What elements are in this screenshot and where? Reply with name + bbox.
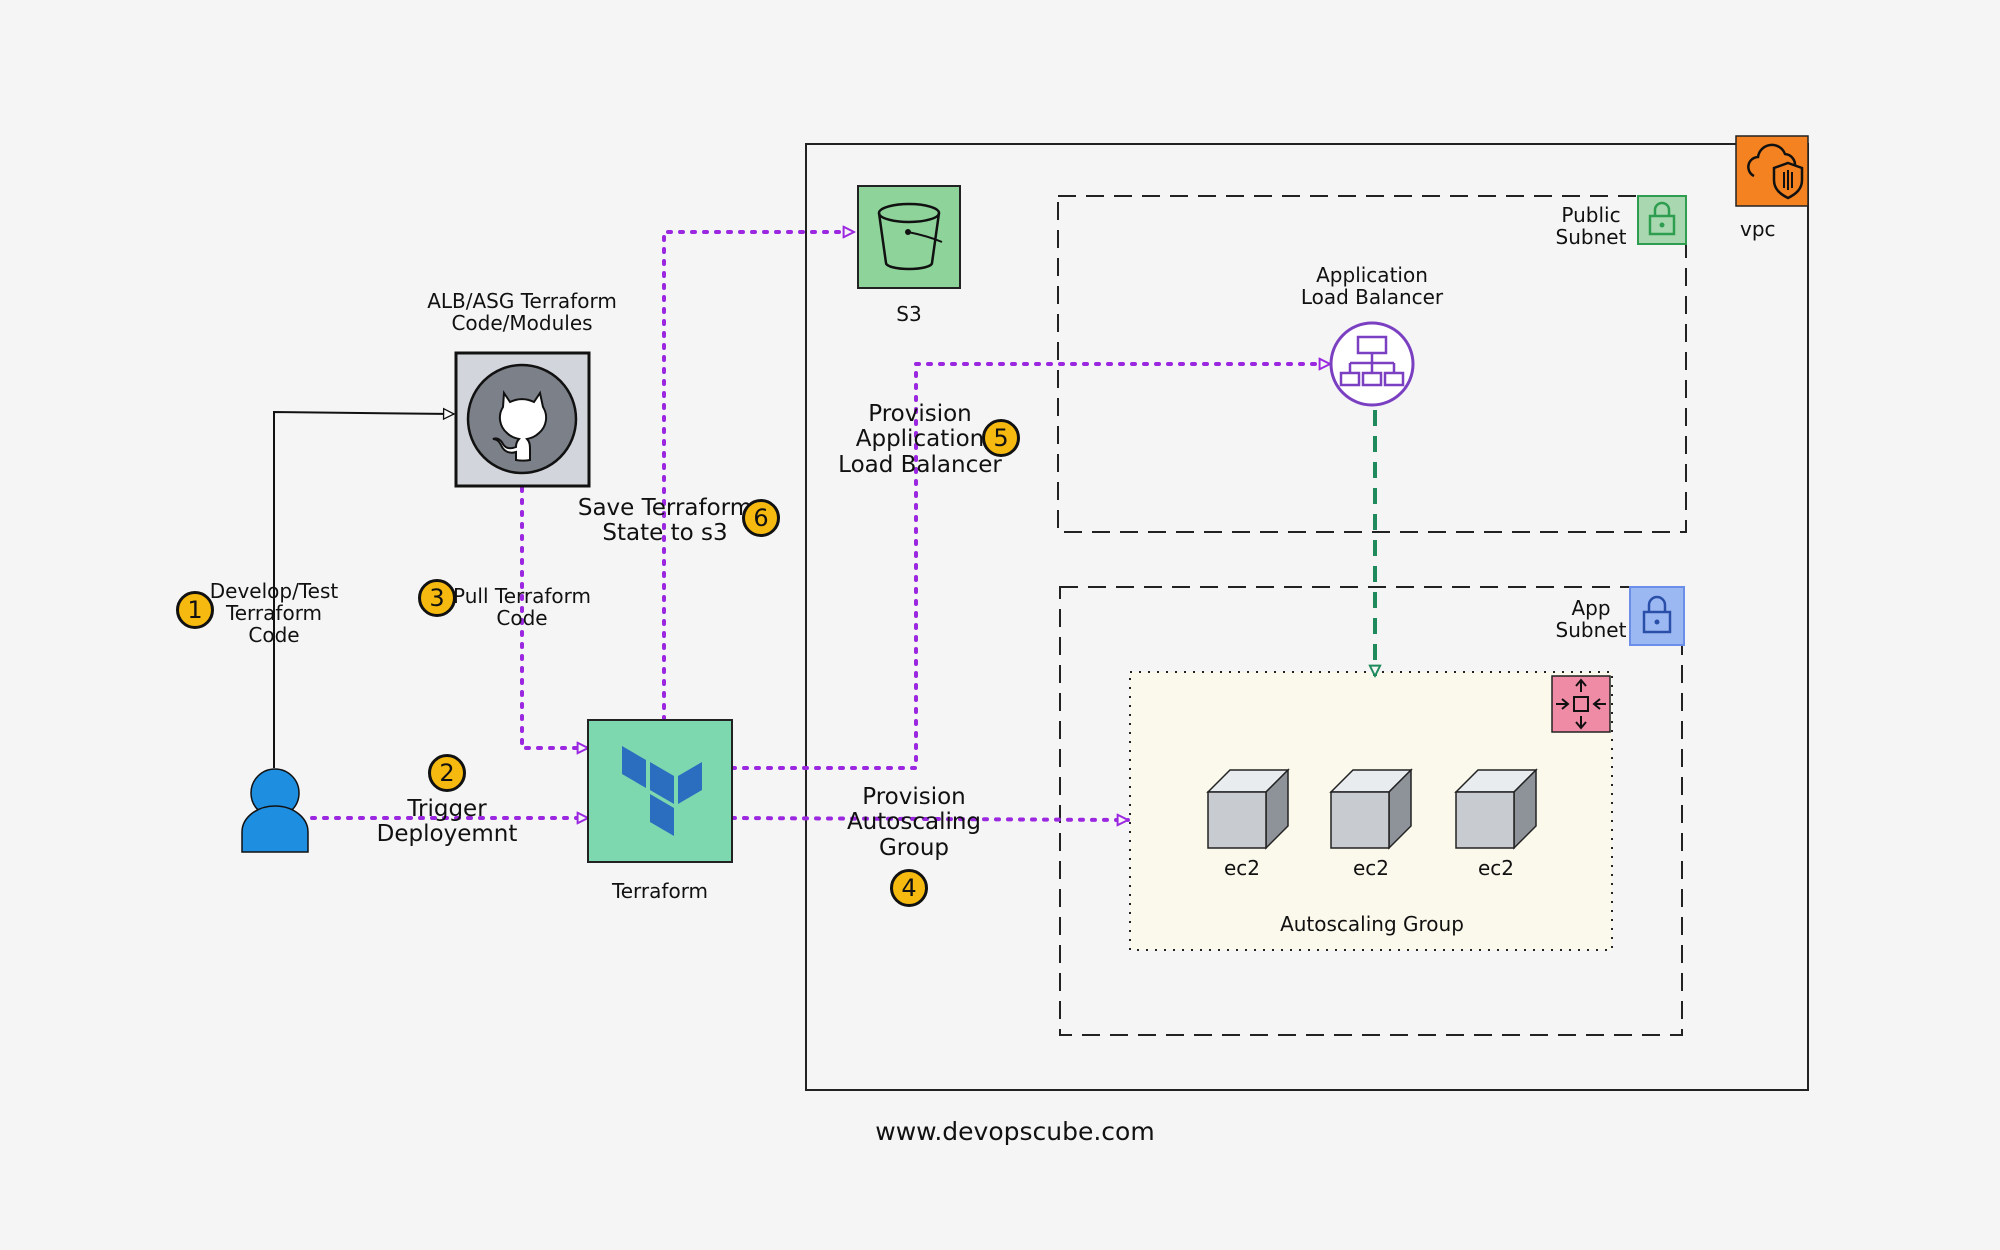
github-repo-icon[interactable]	[454, 351, 591, 488]
step1-label: Develop/Test Terraform Code	[209, 579, 339, 647]
step6-label: Save Terraform State to s3	[577, 495, 753, 547]
s3-label: S3	[896, 302, 922, 326]
ec2-instance-icon[interactable]	[1454, 768, 1538, 850]
ec2-label: ec2	[1223, 856, 1261, 880]
ec2-instance-icon[interactable]	[1329, 768, 1413, 850]
terraform-icon[interactable]	[587, 719, 733, 863]
website-url[interactable]: www.devopscube.com	[875, 1117, 1155, 1146]
autoscaling-group-label: Autoscaling Group	[1280, 912, 1464, 936]
step5-label: Provision Application Load Balancer	[838, 401, 1002, 478]
alb-label: Application Load Balancer	[1300, 263, 1444, 309]
step3-label: Pull Terraform Code	[453, 584, 591, 630]
user-icon[interactable]	[241, 768, 309, 853]
public-subnet-lock-icon	[1637, 195, 1687, 245]
step2-label: Trigger Deployemnt	[376, 796, 518, 848]
flow-save-state	[662, 232, 856, 722]
flow-develop-code	[273, 412, 454, 768]
step4-badge: 4	[890, 869, 928, 907]
repo-label: ALB/ASG Terraform Code/Modules	[427, 289, 617, 335]
app-subnet-container	[1059, 586, 1683, 1036]
terraform-label: Terraform	[611, 879, 709, 903]
step6-badge: 6	[742, 499, 780, 537]
application-load-balancer-icon[interactable]	[1329, 321, 1415, 407]
public-subnet-container	[1057, 195, 1687, 533]
step3-badge: 3	[418, 579, 456, 617]
flow-provision-alb	[730, 364, 1332, 770]
app-subnet-lock-icon	[1629, 586, 1685, 646]
vpc-icon[interactable]	[1735, 135, 1809, 207]
vpc-label: vpc	[1740, 217, 1776, 241]
ec2-label: ec2	[1477, 856, 1515, 880]
step5-badge: 5	[982, 419, 1020, 457]
step2-badge: 2	[428, 754, 466, 792]
step4-label: Provision Autoscaling Group	[846, 784, 982, 861]
s3-bucket-icon[interactable]	[857, 185, 961, 289]
autoscaling-group-icon	[1551, 675, 1611, 733]
flow-pull-code	[520, 486, 590, 748]
ec2-label: ec2	[1352, 856, 1390, 880]
public-subnet-label: Public Subnet	[1555, 203, 1627, 249]
ec2-instance-icon[interactable]	[1206, 768, 1290, 850]
vpc-container	[805, 143, 1809, 1091]
step1-badge: 1	[176, 591, 214, 629]
app-subnet-label: App Subnet	[1555, 596, 1627, 642]
